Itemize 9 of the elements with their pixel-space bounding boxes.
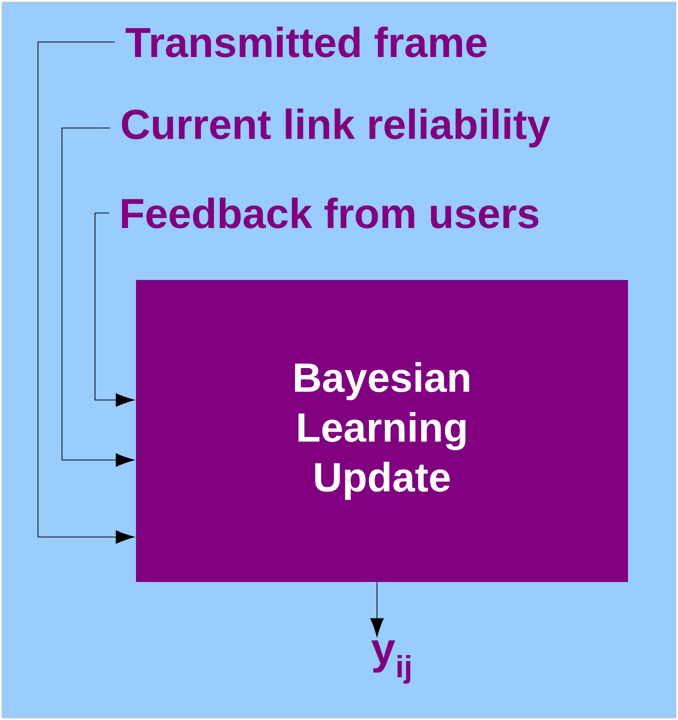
output-label: y$_{ij}$ [371, 640, 410, 684]
arrow [38, 42, 134, 544]
input-label: Current link reliability [122, 108, 550, 148]
input-label: Feedback from users [122, 198, 538, 228]
arrow [62, 128, 134, 467]
input-label: Transmitted frame [126, 26, 486, 58]
arrow [370, 582, 384, 637]
process-box: Bayesian Learning Update [136, 280, 628, 582]
arrow [94, 212, 134, 407]
